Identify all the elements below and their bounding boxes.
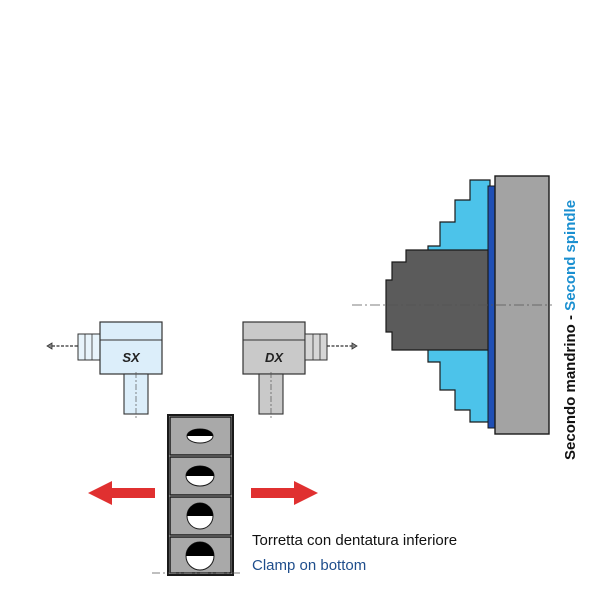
turret-label-en: Clamp on bottom — [252, 557, 366, 574]
turret — [152, 414, 242, 576]
tool-code-sx: SX — [122, 350, 141, 365]
tool-holder-sx: SX — [46, 321, 163, 418]
turret-slot-2 — [169, 456, 232, 496]
turret-slot-3 — [169, 496, 232, 536]
tool-holder-dx: DX — [242, 321, 358, 418]
spindle-label: Secondo mandrino - Second spindle — [562, 200, 579, 460]
turret-slot-4-teeth — [186, 542, 214, 556]
turret-slot-3-teeth — [187, 503, 213, 516]
turret-slot-4 — [169, 536, 232, 574]
tool-body-left — [99, 321, 163, 375]
spindle-label-it: Secondo mandrino — [562, 324, 579, 460]
tool-code-dx: DX — [265, 350, 284, 365]
spindle-label-en: Second spindle — [562, 200, 579, 311]
turret-label-it: Torretta con dentatura inferiore — [252, 532, 457, 549]
arrow-left-icon — [88, 481, 155, 505]
drill-tip-right — [351, 342, 358, 350]
second-spindle — [352, 175, 552, 435]
collet-left — [77, 333, 101, 361]
tool-body-right — [242, 321, 306, 375]
arrow-right-icon — [251, 481, 318, 505]
drill-tip-left — [46, 342, 53, 350]
collet-right — [304, 333, 328, 361]
spindle-label-separator: - — [562, 311, 579, 324]
turret-slot-2-teeth — [186, 466, 214, 476]
turret-slot-1-teeth — [187, 429, 213, 436]
workpiece — [385, 249, 489, 351]
turret-slot-1 — [169, 416, 232, 456]
